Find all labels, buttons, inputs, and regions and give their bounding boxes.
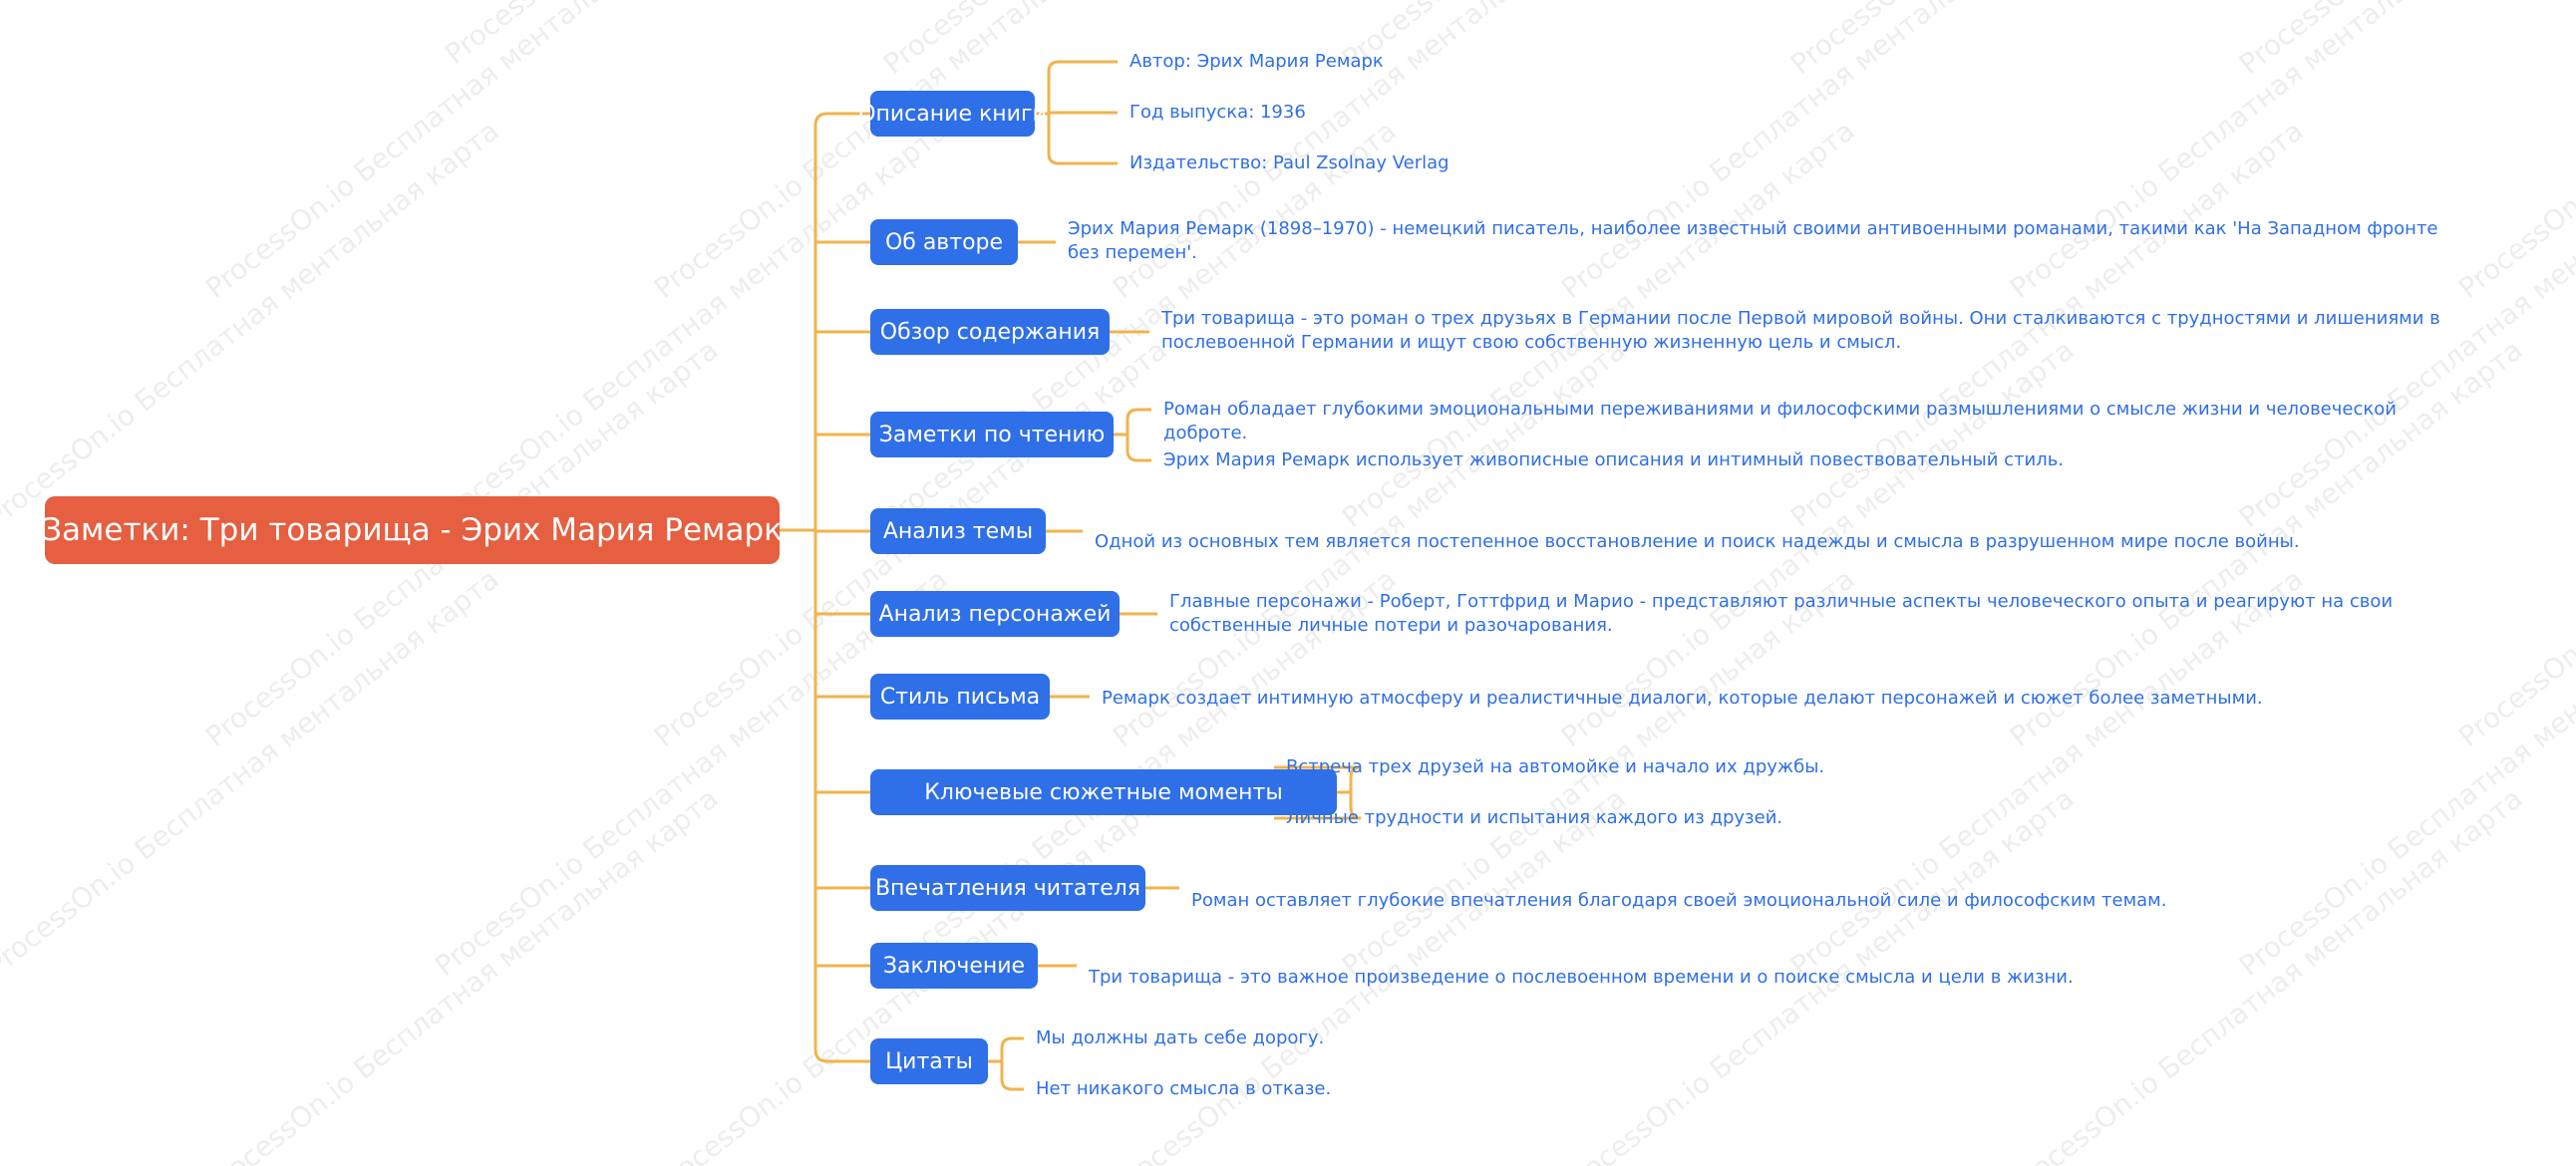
branch-label: Об авторе xyxy=(884,229,1004,255)
branch-label: Стиль письма xyxy=(879,684,1041,710)
branch-label: Анализ темы xyxy=(882,518,1034,544)
branch-label: Заключение xyxy=(882,953,1026,979)
branch-node[interactable]: Анализ темы xyxy=(870,508,1046,554)
branch-node[interactable]: Цитаты xyxy=(870,1038,988,1084)
branch-node[interactable]: Ключевые сюжетные моменты xyxy=(870,769,1337,815)
branch-node[interactable]: Стиль письма xyxy=(870,674,1050,720)
branch-node[interactable]: Описание книги xyxy=(858,91,1047,137)
leaf-text: Роман оставляет глубокие впечатления бла… xyxy=(1191,890,2167,911)
branch-label: Заметки по чтению xyxy=(878,422,1106,447)
branch-node[interactable]: Впечатления читателя xyxy=(870,865,1145,911)
leaf-text: Автор: Эрих Мария Ремарк xyxy=(1129,51,1384,72)
leaf-text: Эрих Мария Ремарк (1898–1970) - немецкий… xyxy=(1068,218,2438,263)
leaf-text: Ремарк создает интимную атмосферу и реал… xyxy=(1102,688,2263,709)
root-label: Заметки: Три товарища - Эрих Мария Ремар… xyxy=(42,512,783,548)
leaf-text: Нет никакого смысла в отказе. xyxy=(1036,1078,1332,1099)
leaf-text: Главные персонажи - Роберт, Готтфрид и М… xyxy=(1169,591,2394,636)
branch-node[interactable]: Заключение xyxy=(870,943,1038,989)
leaf-text: Три товарища - это роман о трех друзьях … xyxy=(1161,308,2440,353)
branch-node[interactable]: Заметки по чтению xyxy=(870,412,1114,457)
branch-label: Описание книги xyxy=(858,101,1047,127)
leaf-text: Эрих Мария Ремарк использует живописные … xyxy=(1163,449,2065,470)
root-node[interactable]: Заметки: Три товарища - Эрих Мария Ремар… xyxy=(42,496,783,564)
leaf-connector xyxy=(1126,408,1151,462)
leaf-text: Роман обладает глубокими эмоциональными … xyxy=(1163,399,2397,443)
leaf-text: Три товарища - это важное произведение о… xyxy=(1089,967,2074,988)
leaf-text: Издательство: Paul Zsolnay Verlag xyxy=(1129,152,1449,173)
trunk-connector xyxy=(813,112,870,1063)
branch-label: Обзор содержания xyxy=(879,319,1101,345)
leaf-text: Встреча трех друзей на автомойке и начал… xyxy=(1286,756,1825,777)
leaf-text: Личные трудности и испытания каждого из … xyxy=(1286,807,1783,828)
branch-label: Ключевые сюжетные моменты xyxy=(924,779,1283,805)
leaf-connector xyxy=(1000,1036,1024,1091)
branch-label: Цитаты xyxy=(885,1048,973,1074)
branch-label: Впечатления читателя xyxy=(874,875,1141,901)
branch-label: Анализ персонажей xyxy=(878,601,1112,627)
branch-node[interactable]: Обзор содержания xyxy=(870,309,1110,355)
branch-node[interactable]: Об авторе xyxy=(870,219,1018,265)
leaf-connector xyxy=(1274,765,1362,820)
branch-node[interactable]: Анализ персонажей xyxy=(870,591,1120,637)
leaf-text: Мы должны дать себе дорогу. xyxy=(1036,1027,1325,1048)
leaf-text: Год выпуска: 1936 xyxy=(1129,102,1306,123)
leaf-text: Одной из основных тем является постепенн… xyxy=(1095,531,2300,552)
